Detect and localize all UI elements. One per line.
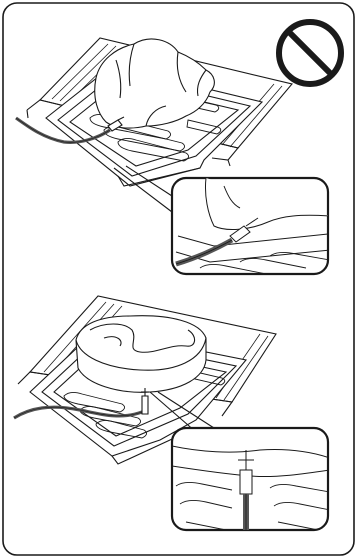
- zoom-detail-steak: [172, 428, 330, 540]
- steak: [76, 316, 206, 393]
- prohibition-icon: [279, 22, 341, 84]
- zoom-detail-chicken: [172, 178, 330, 274]
